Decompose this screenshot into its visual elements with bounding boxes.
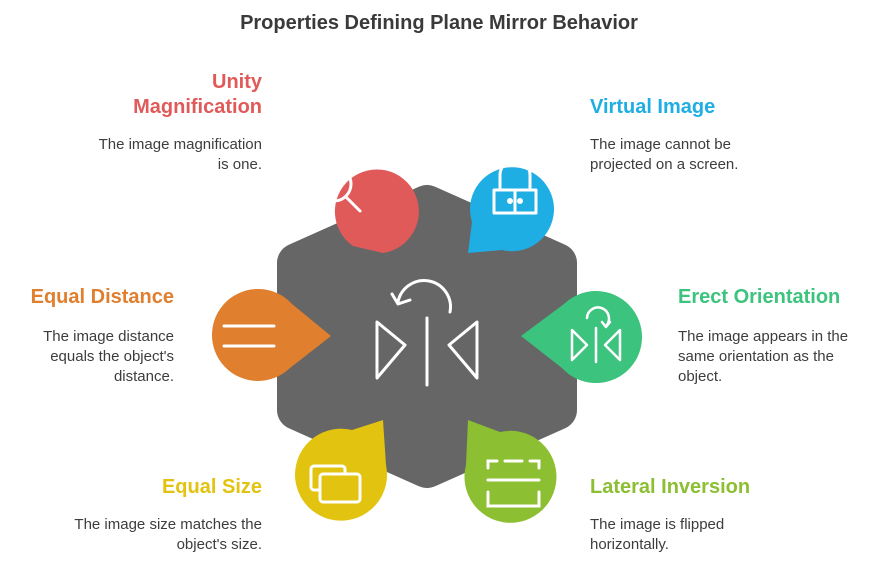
unity-label-line2: Magnification bbox=[133, 96, 262, 118]
page-title: Properties Defining Plane Mirror Behavio… bbox=[240, 12, 638, 34]
distance-desc: The image distance equals the object's d… bbox=[43, 328, 174, 385]
lateral-desc: The image is flipped horizontally. bbox=[590, 516, 725, 553]
erect-teardrop bbox=[521, 291, 643, 384]
distance-teardrop bbox=[211, 288, 331, 381]
duplicate-icon bbox=[309, 464, 362, 504]
center-mirror-icon bbox=[375, 279, 479, 387]
unity-label-line1: Unity bbox=[212, 71, 262, 93]
unity-label: Unity Magnification bbox=[80, 70, 262, 120]
lateral-label: Lateral Inversion bbox=[590, 476, 751, 498]
equals-icon bbox=[222, 324, 276, 348]
erect-desc: The image appears in the same orientatio… bbox=[678, 328, 849, 385]
mirror-flip-icon bbox=[570, 306, 622, 364]
size-label: Equal Size bbox=[161, 476, 262, 498]
virtual-label: Virtual Image bbox=[590, 96, 716, 118]
unity-desc: The image magnification is one. bbox=[98, 136, 262, 173]
frame-icon bbox=[486, 459, 541, 508]
zoom-out-icon bbox=[315, 165, 362, 213]
unity-teardrop bbox=[334, 169, 419, 253]
cabinet-icon bbox=[492, 158, 538, 215]
erect-label: Erect Orientation bbox=[678, 286, 841, 308]
size-desc: The image size matches the object's size… bbox=[74, 516, 262, 553]
distance-label: Equal Distance bbox=[30, 286, 174, 308]
virtual-desc: The image cannot be projected on a scree… bbox=[590, 136, 739, 173]
size-teardrop bbox=[295, 420, 388, 521]
